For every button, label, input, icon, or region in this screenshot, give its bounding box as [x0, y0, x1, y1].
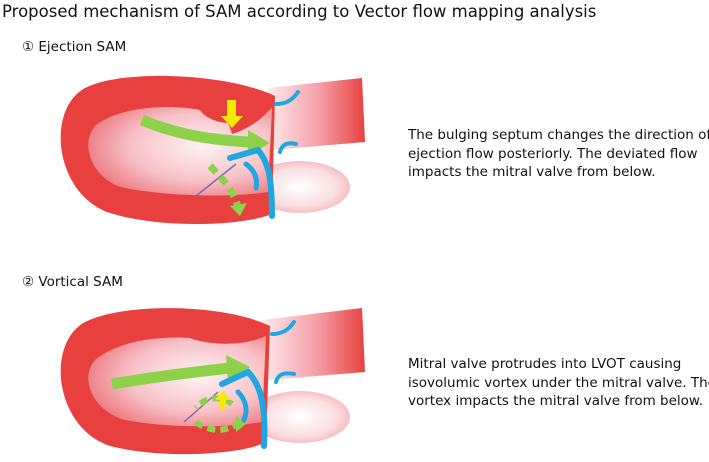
vortex-flow-dashed-lower — [194, 419, 240, 433]
vortex-flow-arrowhead — [236, 416, 246, 432]
aortic-valve-lower — [278, 141, 298, 154]
aortic-valve-lower — [274, 371, 296, 384]
ejection-flow-arrow — [139, 114, 251, 148]
mitral-valve-leaflet-small — [235, 389, 249, 423]
section-label-ejection-sam: ① Ejection SAM — [22, 39, 127, 55]
mitral-valve — [227, 146, 275, 219]
vortex-push-arrow-icon — [215, 391, 231, 410]
mitral-valve-leaflet-small — [243, 161, 259, 191]
section-label-vortical-sam: ② Vortical SAM — [22, 274, 123, 290]
ejection-sam-description: The bulging septum changes the direction… — [408, 127, 709, 180]
ejection-sam-heart-diagram — [60, 75, 365, 225]
left-ventricle-cavity — [88, 107, 273, 196]
ejection-flow-arrowhead — [226, 355, 250, 381]
aorta — [262, 308, 365, 380]
figure-title: Proposed mechanism of SAM according to V… — [2, 2, 597, 21]
deviated-flow-arrowhead — [230, 203, 247, 216]
left-atrium — [250, 391, 350, 443]
chordae-line — [195, 163, 237, 197]
vortical-sam-description: Mitral valve protrudes into LVOT causing… — [408, 356, 709, 409]
left-atrium — [250, 161, 350, 213]
deviated-flow-dashed-arrow — [207, 163, 242, 209]
aortic-valve-upper — [270, 320, 296, 336]
ejection-flow-arrow — [111, 362, 231, 390]
septal-arrow-icon — [221, 100, 243, 128]
aorta — [268, 78, 365, 150]
mitral-valve — [219, 368, 268, 449]
vortex-flow-dashed-upper — [193, 395, 234, 411]
vortical-sam-heart-diagram — [60, 308, 365, 455]
aortic-valve-upper — [274, 90, 300, 106]
